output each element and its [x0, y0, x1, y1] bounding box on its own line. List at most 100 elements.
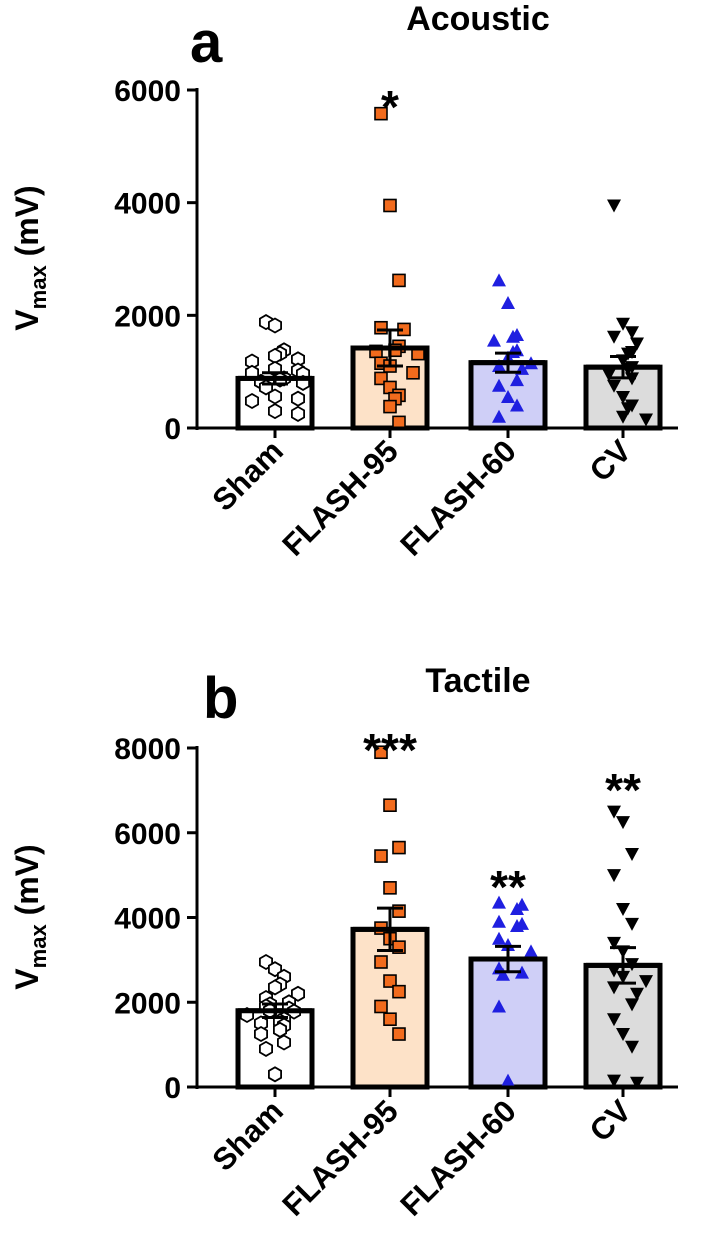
y-axis-label: Vmax (mV) — [9, 185, 51, 330]
data-point-FLASH-95 — [383, 798, 397, 813]
data-point-FLASH-60 — [487, 333, 501, 347]
data-point-Sham — [267, 979, 283, 996]
data-point-CV — [616, 317, 630, 331]
data-point-CV — [607, 199, 621, 213]
data-point-CV — [621, 347, 635, 361]
x-tick-label: Sham — [206, 1093, 290, 1177]
chart-title: Acoustic — [406, 0, 550, 38]
significance-label-CV: ** — [605, 764, 641, 816]
data-point-Sham — [244, 392, 260, 410]
data-point-Sham — [267, 317, 283, 334]
data-point-Sham — [267, 388, 283, 405]
data-point-Sham — [267, 1066, 283, 1083]
data-point-CV — [607, 1074, 621, 1088]
data-point-FLASH-60 — [510, 902, 524, 916]
data-point-FLASH-95 — [392, 1027, 406, 1041]
data-point-FLASH-60 — [515, 965, 529, 979]
data-point-CV — [616, 391, 630, 405]
y-axis-label: Vmax (mV) — [9, 844, 51, 989]
data-point-FLASH-60 — [492, 273, 506, 287]
significance-label-FLASH-95: *** — [363, 724, 417, 776]
y-axis-label-sub: max — [26, 924, 51, 969]
x-tick-label: FLASH-95 — [275, 433, 404, 562]
data-point-CV — [625, 847, 639, 861]
bar-FLASH-95 — [350, 926, 430, 1090]
panel-label: b — [203, 666, 238, 731]
data-point-CV — [639, 975, 653, 989]
data-point-CV — [621, 402, 635, 416]
data-point-FLASH-95 — [383, 881, 397, 895]
data-point-Sham — [253, 1025, 269, 1043]
x-tick-label: CV — [583, 1093, 638, 1148]
data-point-FLASH-95 — [392, 984, 406, 999]
x-tick-label: CV — [583, 433, 638, 488]
y-tick-label: 2000 — [114, 300, 181, 333]
data-point-FLASH-95 — [392, 840, 406, 855]
data-point-CV — [607, 936, 621, 950]
data-point-FLASH-95 — [383, 974, 397, 988]
y-tick-label: 4000 — [114, 188, 181, 221]
data-point-FLASH-60 — [492, 378, 506, 392]
y-axis-label-sub: max — [26, 265, 51, 310]
data-point-FLASH-95 — [374, 745, 388, 760]
data-point-CV — [625, 1040, 639, 1054]
data-point-FLASH-60 — [501, 295, 515, 309]
data-point-FLASH-95 — [383, 198, 397, 213]
x-tick-label: FLASH-60 — [393, 433, 523, 562]
data-point-CV — [625, 917, 639, 931]
data-point-CV — [607, 1013, 621, 1027]
data-point-FLASH-60 — [501, 1073, 515, 1087]
y-tick-label: 6000 — [114, 818, 181, 851]
data-point-FLASH-95 — [392, 273, 406, 288]
data-point-Sham — [276, 1034, 292, 1051]
y-tick-label: 4000 — [114, 903, 181, 936]
data-point-CV — [639, 413, 653, 427]
data-point-FLASH-95 — [374, 849, 388, 863]
data-point-CV — [607, 805, 621, 819]
data-point-FLASH-95 — [406, 365, 420, 380]
data-point-FLASH-95 — [383, 399, 397, 414]
x-tick-label: Sham — [206, 433, 290, 517]
y-axis-label-unit: (mV) — [9, 844, 45, 924]
data-point-FLASH-60 — [506, 329, 520, 343]
data-point-FLASH-60 — [492, 409, 506, 423]
data-point-CV — [616, 816, 630, 830]
data-point-CV — [630, 987, 644, 1001]
data-point-FLASH-60 — [501, 390, 515, 404]
data-point-CV — [630, 1076, 644, 1090]
data-point-CV — [630, 337, 644, 351]
data-point-Sham — [267, 403, 283, 420]
y-tick-label: 6000 — [114, 75, 181, 108]
data-point-CV — [616, 903, 630, 917]
data-point-FLASH-60 — [492, 999, 506, 1013]
data-point-FLASH-95 — [374, 955, 388, 969]
data-point-CV — [607, 379, 621, 393]
data-point-CV — [607, 330, 621, 344]
y-tick-label: 0 — [164, 1072, 181, 1105]
data-point-CV — [607, 869, 621, 883]
data-point-Sham — [258, 1040, 274, 1057]
data-point-FLASH-95 — [374, 999, 388, 1014]
data-point-CV — [625, 326, 639, 340]
y-axis-label-main: V — [9, 309, 45, 331]
data-point-Sham — [290, 405, 306, 422]
data-point-FLASH-60 — [510, 918, 524, 932]
data-point-CV — [616, 1028, 630, 1042]
data-point-FLASH-95 — [374, 320, 388, 335]
significance-label-FLASH-60: ** — [490, 861, 526, 913]
data-point-Sham — [290, 390, 306, 407]
data-point-FLASH-60 — [492, 931, 506, 945]
data-point-FLASH-60 — [510, 373, 524, 387]
chart-title: Tactile — [425, 662, 530, 700]
significance-label-FLASH-95: * — [381, 81, 399, 133]
x-tick-label: FLASH-95 — [275, 1093, 404, 1222]
data-point-FLASH-60 — [492, 359, 506, 373]
data-point-CV — [625, 998, 639, 1012]
data-point-FLASH-95 — [383, 1012, 397, 1027]
data-point-CV — [616, 410, 630, 424]
y-tick-label: 0 — [164, 413, 181, 446]
y-tick-label: 8000 — [114, 733, 181, 766]
